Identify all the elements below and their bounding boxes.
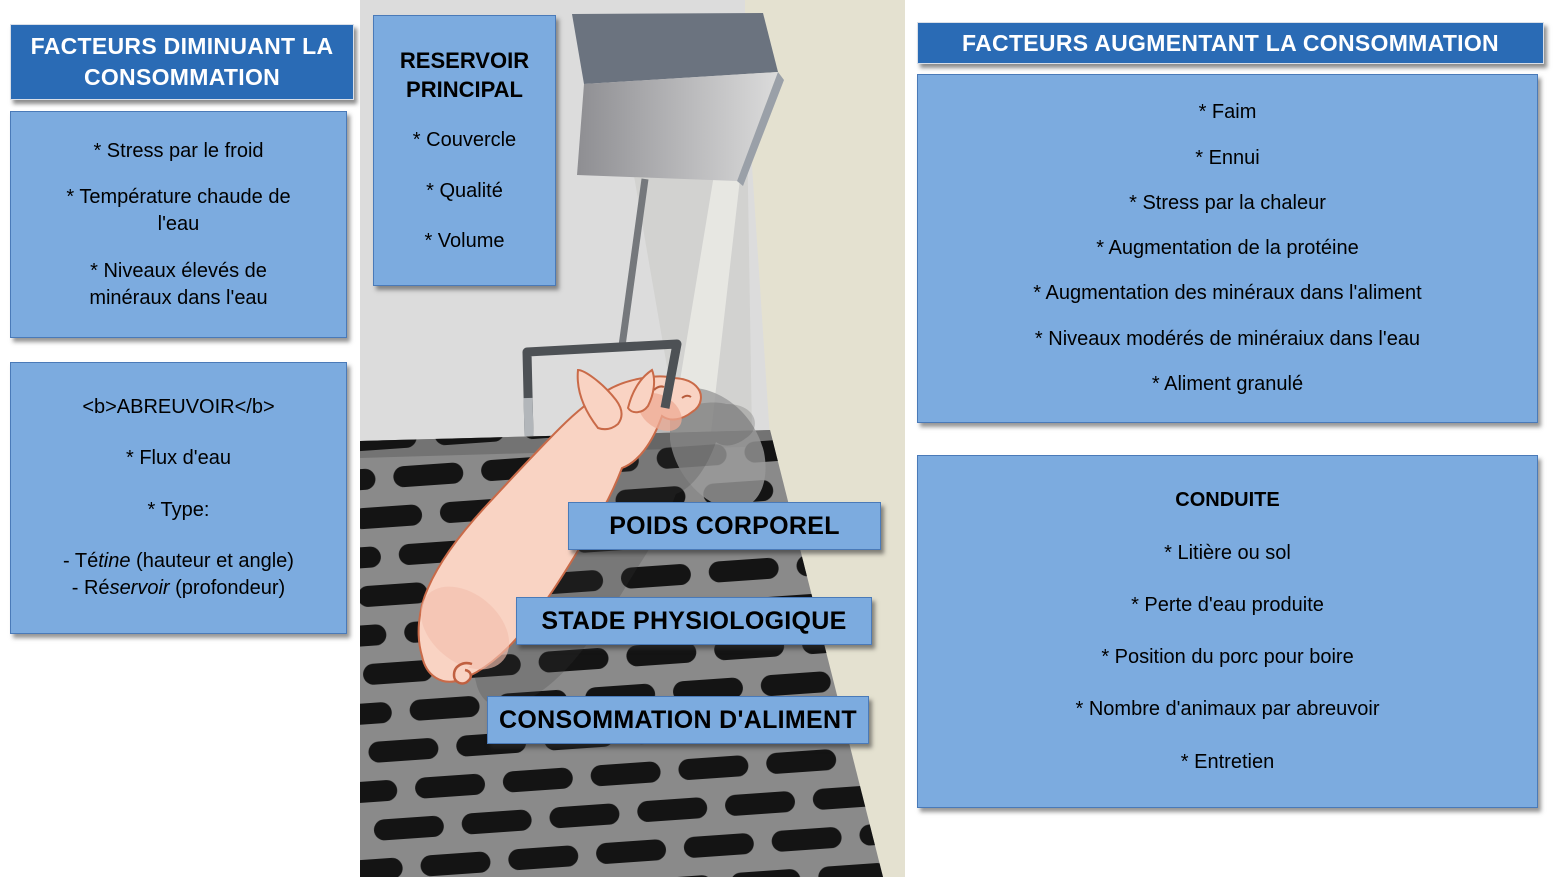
conduite-item: * Nombre d'animaux par abreuvoir bbox=[1075, 698, 1380, 721]
factor-line: * Température chaude de bbox=[66, 186, 291, 208]
tank-front-face bbox=[577, 72, 778, 181]
factor-item: * Ennui bbox=[1195, 146, 1260, 169]
wall-beige bbox=[745, 0, 905, 877]
factor-item: * Augmentation de la protéine bbox=[1096, 237, 1359, 259]
variant-text: (profondeur) bbox=[169, 577, 286, 600]
variant-text-italic: tine bbox=[98, 550, 131, 573]
factor-item: * Niveaux élevés de minéraux dans l'eau bbox=[89, 258, 267, 312]
variant-text: (hauteur et angle) bbox=[130, 550, 294, 573]
variant-text: - Ré bbox=[71, 577, 110, 600]
pig-ear-left bbox=[576, 368, 623, 431]
factor-item: * Aliment granulé bbox=[1151, 372, 1304, 395]
nostril bbox=[681, 394, 692, 399]
reservoir-principal-box: RESERVOIR PRINCIPAL * Couvercle * Qualit… bbox=[373, 15, 556, 286]
conduite-box: CONDUITE * Litière ou sol * Perte d'eau … bbox=[917, 455, 1538, 808]
factor-item: * Stress par la chaleur bbox=[1129, 191, 1326, 214]
conduite-item: * Position du porc pour boire bbox=[1101, 646, 1354, 669]
reservoir-item: * Couvercle bbox=[412, 129, 517, 152]
reservoir-title: RESERVOIR PRINCIPAL bbox=[400, 46, 529, 104]
bracket-light-tip bbox=[523, 397, 534, 437]
factor-item: * Faim bbox=[1198, 101, 1257, 124]
factor-line: * Stress par le froid bbox=[93, 139, 264, 162]
increasing-factors-box: * Faim * Ennui * Stress par la chaleur *… bbox=[917, 74, 1538, 423]
label-stade-physiologique: STADE PHYSIOLOGIQUE bbox=[516, 597, 872, 645]
factor-item: * Température chaude de l'eau bbox=[66, 184, 290, 238]
type-variant-tetine: - Tétine (hauteur et angle) bbox=[63, 548, 294, 575]
reservoir-item: * Qualité bbox=[426, 179, 503, 202]
supply-pipe bbox=[618, 178, 649, 347]
conduite-item: * Perte d'eau produite bbox=[1131, 593, 1324, 616]
conduite-item: * Litière ou sol bbox=[1164, 541, 1291, 564]
right-header: FACTEURS AUGMENTANT LA CONSOMMATION bbox=[917, 22, 1544, 64]
left-header: FACTEURS DIMINUANT LA CONSOMMATION bbox=[10, 24, 354, 100]
pig-tail bbox=[452, 661, 473, 685]
variant-text: - Té bbox=[63, 550, 99, 573]
water-tank bbox=[572, 13, 784, 186]
tank-top-face bbox=[572, 13, 778, 84]
tank-side-edge bbox=[737, 72, 784, 186]
reservoir-title-line: RESERVOIR bbox=[399, 47, 530, 73]
label-consommation-aliment: CONSOMMATION D'ALIMENT bbox=[487, 696, 869, 744]
factor-line: * Niveaux élevés de bbox=[90, 259, 267, 282]
abreuvoir-flux-item: * Flux d'eau bbox=[126, 447, 231, 470]
factor-item: * Stress par le froid bbox=[93, 138, 263, 165]
factor-item: * Niveaux modérés de minéraiux dans l'ea… bbox=[1034, 327, 1421, 350]
label-poids-corporel: POIDS CORPOREL bbox=[568, 502, 881, 550]
snout-detail bbox=[653, 385, 665, 391]
factor-item: * Augmentation des minéraux dans l'alime… bbox=[1033, 282, 1422, 305]
reservoir-title-line: PRINCIPAL bbox=[406, 76, 523, 102]
type-variant-reservoir: - Réservoir (profondeur) bbox=[63, 575, 294, 602]
abreuvoir-title: <b>ABREUVOIR</b> bbox=[82, 395, 275, 418]
abreuvoir-type-variants: - Tétine (hauteur et angle) - Réservoir … bbox=[63, 548, 294, 602]
right-header-text: FACTEURS AUGMENTANT LA CONSOMMATION bbox=[962, 29, 1499, 56]
abreuvoir-type-item: * Type: bbox=[147, 498, 210, 521]
factor-line: l'eau bbox=[157, 213, 200, 235]
conduite-item: * Entretien bbox=[1180, 750, 1275, 773]
decreasing-factors-box: * Stress par le froid * Température chau… bbox=[10, 111, 347, 338]
left-header-line2: CONSOMMATION bbox=[83, 64, 281, 90]
variant-text-italic: servoir bbox=[109, 577, 170, 600]
left-header-line1: FACTEURS DIMINUANT LA bbox=[30, 33, 334, 59]
pig-ear-right bbox=[626, 368, 656, 414]
abreuvoir-box: <b>ABREUVOIR</b> * Flux d'eau * Type: - … bbox=[10, 362, 347, 634]
pig-shadow bbox=[472, 387, 766, 708]
piglet-top-view bbox=[417, 368, 702, 685]
factor-line: minéraux dans l'eau bbox=[89, 286, 268, 309]
conduite-title: CONDUITE bbox=[1175, 489, 1280, 512]
drinker-bracket bbox=[522, 339, 682, 437]
reservoir-item: * Volume bbox=[424, 230, 505, 253]
rump-shading bbox=[420, 586, 510, 670]
